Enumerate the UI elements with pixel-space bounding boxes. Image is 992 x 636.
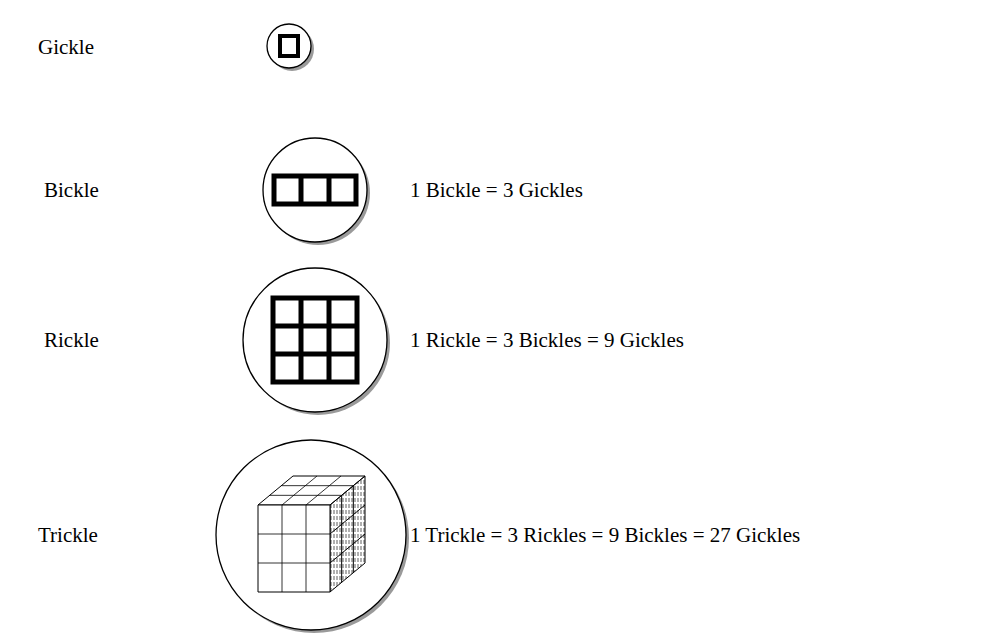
unit-name: Bickle	[44, 178, 99, 203]
conversion-text: 1 Rickle = 3 Bickles = 9 Gickles	[410, 328, 684, 353]
unit-name: Gickle	[38, 35, 94, 60]
unit-name: Trickle	[38, 523, 98, 548]
cube-drawing	[258, 476, 365, 592]
conversion-text: 1 Trickle = 3 Rickles = 9 Bickles = 27 G…	[410, 523, 800, 548]
unit-name: Rickle	[44, 328, 99, 353]
conversion-text: 1 Bickle = 3 Gickles	[410, 178, 583, 203]
trickle-coin	[216, 440, 409, 633]
rickle-coin	[243, 268, 390, 415]
bickle-coin	[263, 138, 370, 245]
gickle-coin	[267, 24, 314, 71]
